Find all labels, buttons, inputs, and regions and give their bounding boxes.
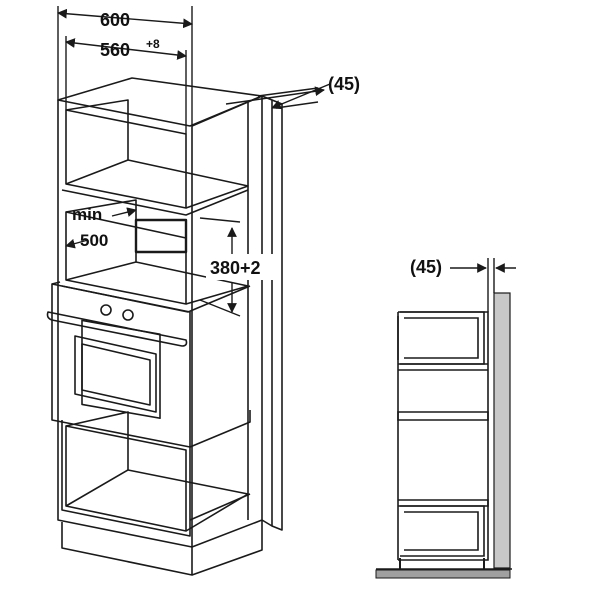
height-dimension (199, 217, 241, 317)
wall (493, 292, 511, 569)
label-min-depth: 500 (80, 231, 108, 250)
section-cabinet-outline (398, 311, 489, 561)
label-overall-width: 600 (100, 10, 130, 30)
cabinet-plinth (61, 522, 193, 576)
oven-knob-left (100, 304, 112, 316)
lower-compartment (61, 420, 191, 537)
oven-handle (46, 311, 188, 347)
label-niche-height: 380+2 (210, 258, 261, 278)
cabinet-front-frame (57, 100, 193, 548)
cabinet-side-panel (191, 95, 263, 548)
cabinet-rear-panel (261, 95, 273, 527)
label-niche-width-tolerance: +8 (146, 37, 160, 51)
upper-shelf (61, 189, 249, 216)
section-lower-niche (400, 505, 485, 557)
label-gap-top: (45) (328, 74, 360, 94)
oven-knob-right (122, 309, 134, 321)
section-shelf-1 (398, 363, 488, 371)
label-gap-side: (45) (410, 257, 442, 277)
cabinet-top-panel (57, 77, 263, 127)
depth-dimension (65, 207, 137, 249)
tall-cabinet (46, 77, 283, 576)
label-niche-width: 560 (100, 40, 130, 60)
oven-front (51, 283, 191, 448)
section-shelf-2 (397, 411, 489, 421)
label-min: min (72, 205, 102, 224)
side-section-view: (45) (375, 257, 516, 579)
floor (375, 569, 511, 579)
top-dimensions (57, 6, 331, 134)
upper-compartment (65, 109, 187, 209)
